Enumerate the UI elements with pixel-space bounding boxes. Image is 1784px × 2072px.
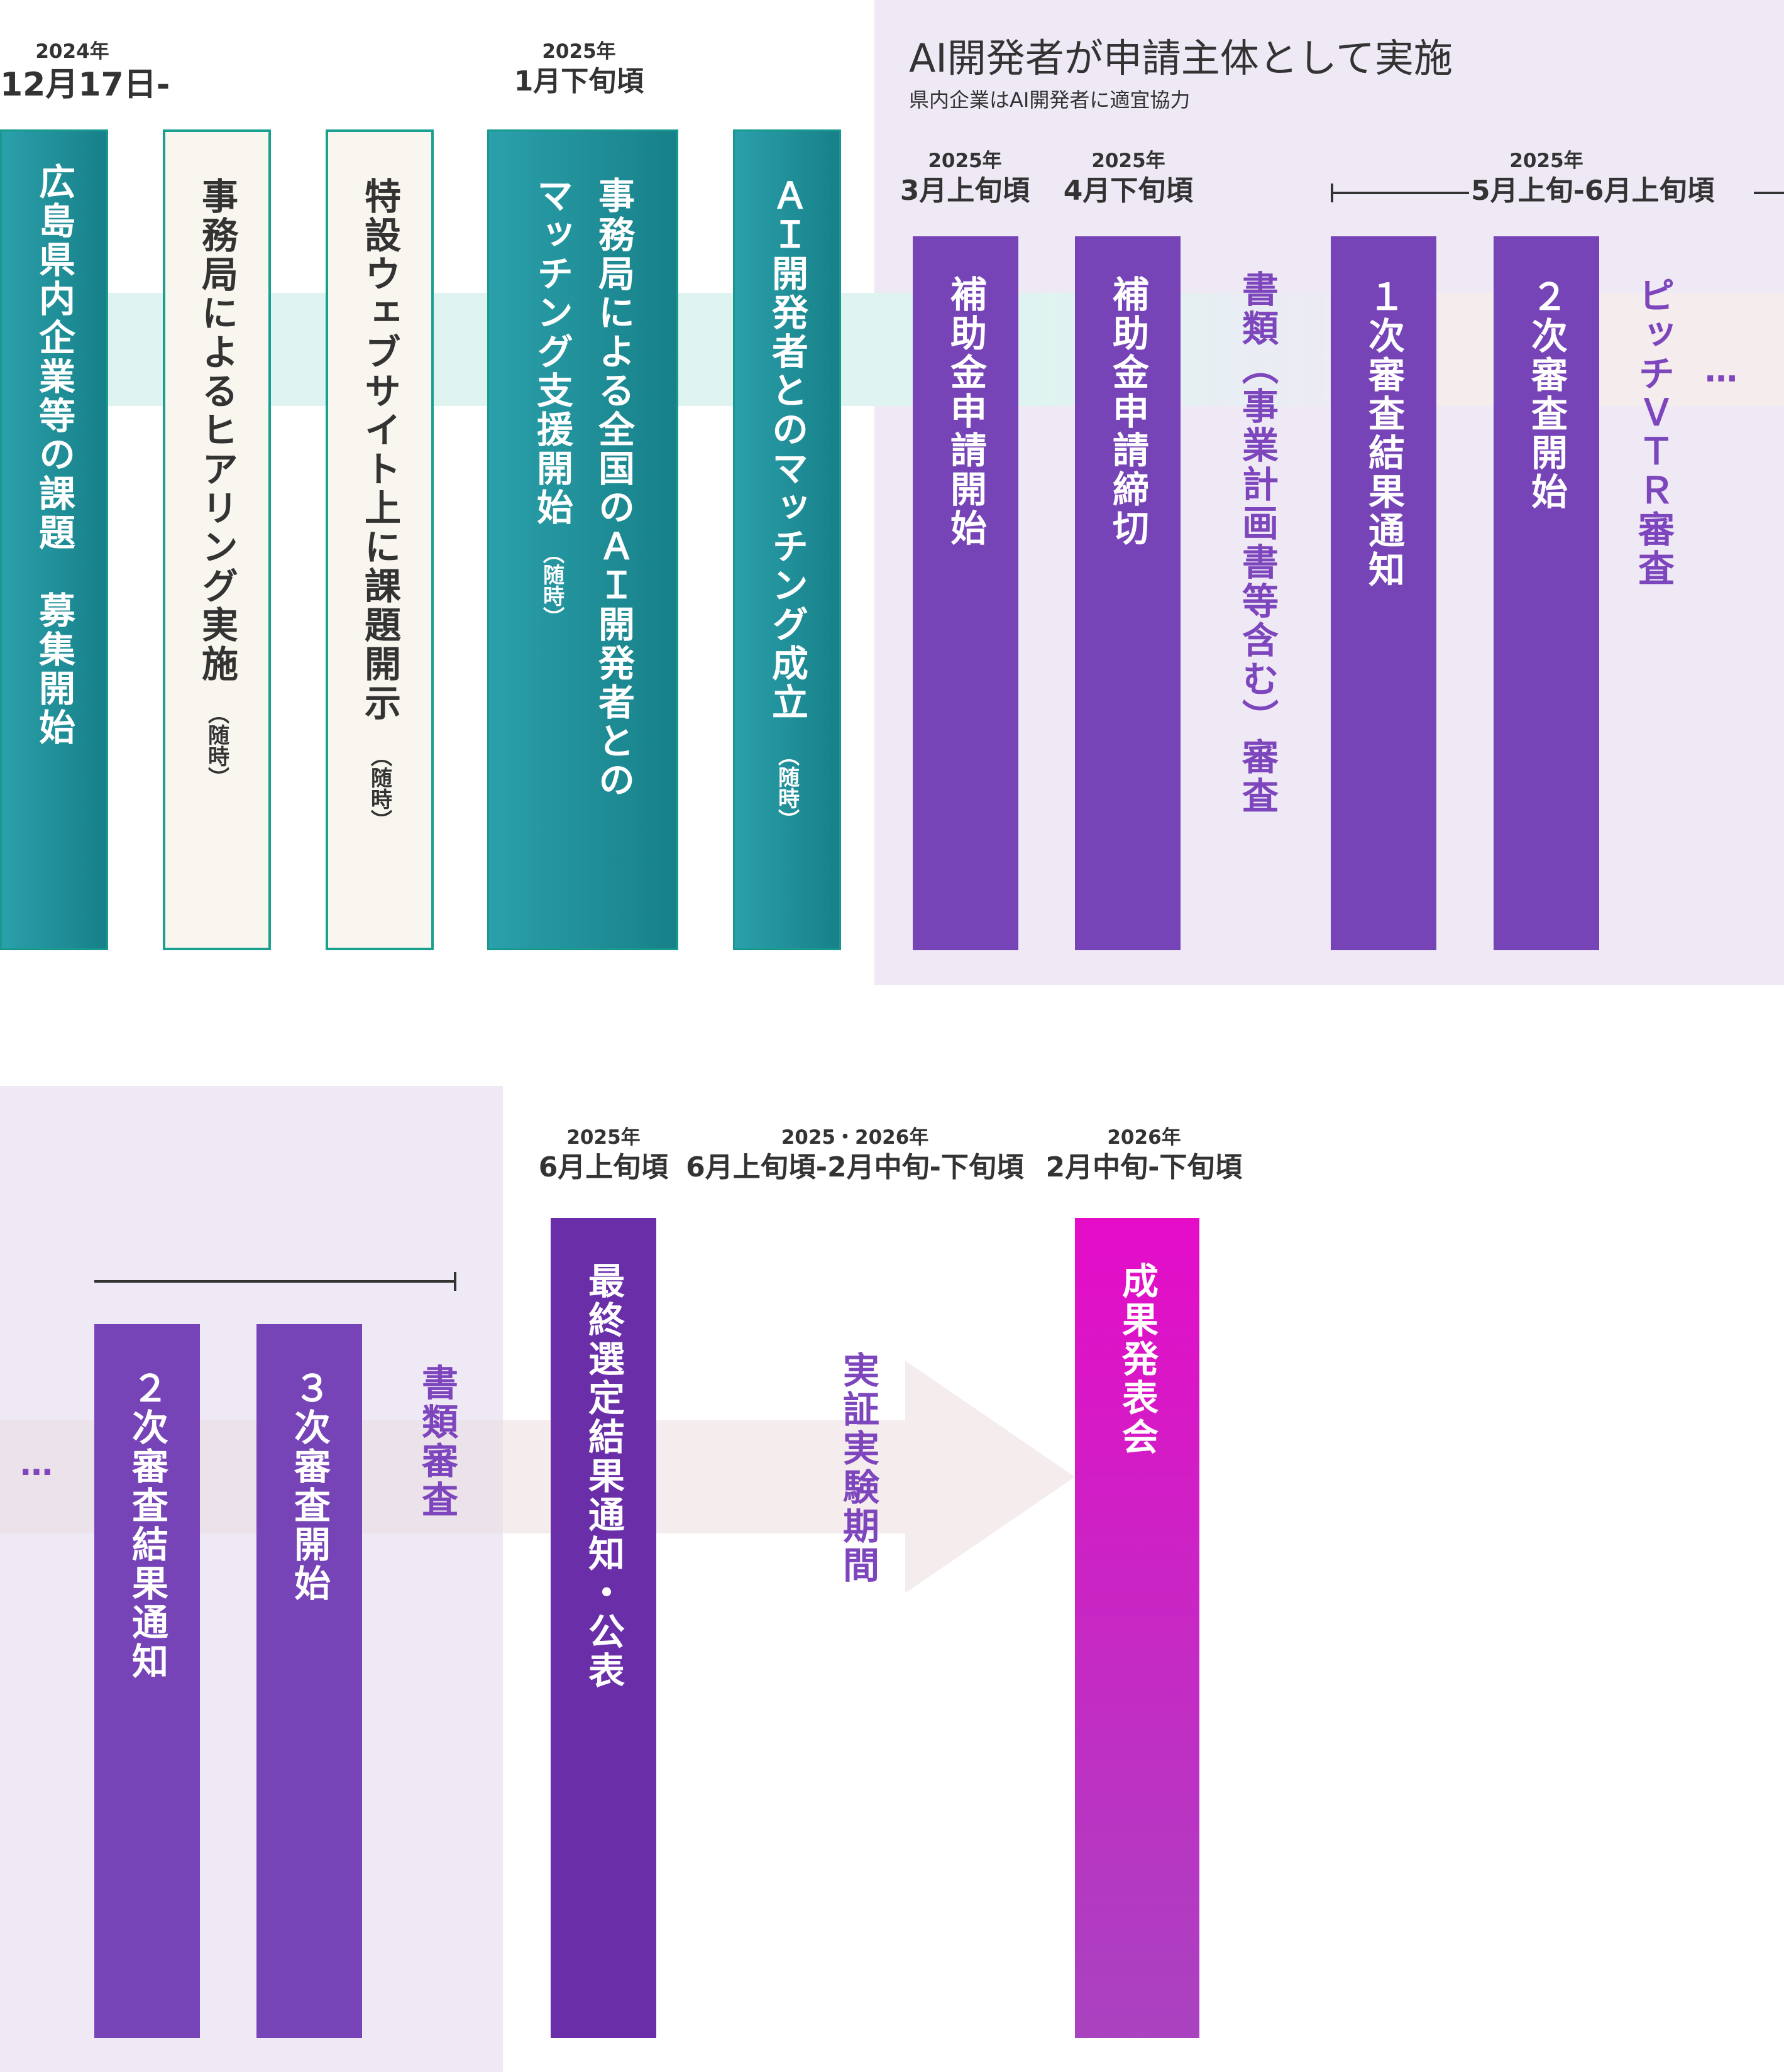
step-first-review-result: １次審査結果通知 (1331, 236, 1436, 950)
date-year: 2025年 (1509, 150, 1583, 172)
step-note: （随時） (774, 745, 800, 830)
date-year: 2025年 (566, 1126, 641, 1149)
date-month-day: 4月下旬頃 (1063, 175, 1194, 207)
step-hearing: 事務局によるヒアリング実施 （随時） (163, 129, 271, 950)
step-subsidy-application-deadline: 補助金申請締切 (1075, 236, 1181, 950)
date-year: 2025年 (542, 40, 616, 63)
step-label: ピッチＶＴＲ審査 (1632, 277, 1675, 588)
date-month-day: 1月下旬頃 (514, 65, 644, 97)
ai-developer-region-bottom (0, 1086, 503, 2072)
step-label: 成果発表会 (1116, 1262, 1159, 1457)
step-label-line2: マッチング支援開始 (531, 177, 573, 527)
step-pitch-vtr-review: ピッチＶＴＲ審査 (1622, 277, 1685, 654)
date-month-day: 6月上旬頃 (538, 1151, 669, 1183)
step-label: 実証実験期間 (837, 1351, 879, 1585)
step-note: （随時） (204, 703, 229, 788)
ai-developer-region-top (874, 0, 1784, 985)
step-subsidy-application-start: 補助金申請開始 (913, 236, 1018, 950)
date-label-3: 2025年 3月上旬頃 (893, 148, 1037, 209)
step-label: 補助金申請開始 (944, 275, 987, 548)
step-document-review-bottom: 書類審査 (402, 1364, 471, 1552)
date-label-7: 2025・2026年 6月上旬頃-2月中旬-下旬頃 (679, 1125, 1031, 1185)
step-website-disclosure: 特設ウェブサイト上に課題開示 （随時） (326, 129, 434, 950)
date-label-5: 2025年 5月上旬-6月上旬頃 (1471, 148, 1715, 209)
date-year: 2025・2026年 (781, 1126, 929, 1149)
date-year: 2026年 (1107, 1126, 1181, 1149)
date-month-day: 6月上旬頃-2月中旬-下旬頃 (686, 1151, 1024, 1183)
step-second-review-start: ２次審査開始 (1494, 236, 1599, 950)
step-label: ＡＩ開発者とのマッチング成立 (766, 177, 808, 722)
step-label: ２次審査結果通知 (126, 1369, 168, 1681)
step-label: ３次審査開始 (288, 1369, 331, 1603)
date-label-4: 2025年 4月下旬頃 (1056, 148, 1201, 209)
step-results-presentation: 成果発表会 (1075, 1218, 1199, 2038)
step-matching-support: 事務局による全国のＡＩ開発者との マッチング支援開始 （随時） (487, 129, 678, 950)
date-label-6: 2025年 6月上旬頃 (528, 1125, 679, 1185)
step-final-selection: 最終選定結果通知・公表 (551, 1218, 656, 2038)
range-line-bottom (94, 1280, 456, 1283)
step-label: 書類審査 (416, 1364, 458, 1520)
region-subtitle: 県内企業はAI開発者に適宜協力 (909, 88, 1191, 112)
step-third-review-start: ３次審査開始 (256, 1324, 362, 2038)
step-label: 事務局による全国のＡＩ開発者との (592, 177, 635, 800)
range-line-end (1754, 192, 1784, 194)
date-label-2: 2025年 1月下旬頃 (507, 39, 651, 99)
range-line (1331, 192, 1469, 194)
period-arrow (905, 1361, 1075, 1593)
step-second-review-result: ２次審査結果通知 (94, 1324, 200, 2038)
step-demonstration-period: 実証実験期間 (823, 1351, 893, 1603)
date-month-day: 2月中旬-下旬頃 (1045, 1151, 1243, 1183)
date-month-day: 5月上旬-6月上旬頃 (1471, 173, 1715, 209)
timeline-band-bottom (0, 1420, 503, 1533)
date-month-day: 3月上旬頃 (900, 175, 1030, 207)
step-label: 特設ウェブサイト上に課題開示 (358, 177, 401, 723)
step-recruitment-start: 広島県内企業等の課題 募集開始 (0, 129, 108, 950)
date-year: 2025年 (1091, 150, 1165, 172)
step-label: １次審査結果通知 (1362, 278, 1405, 589)
date-year: 2024年 (35, 40, 109, 63)
step-label: ２次審査開始 (1525, 278, 1568, 512)
step-label: 広島県内企業等の課題 募集開始 (33, 163, 75, 747)
continuation-ellipsis: … (1705, 352, 1737, 390)
continuation-ellipsis-bottom: … (20, 1445, 53, 1483)
date-month-day: 12月17日- (0, 66, 170, 104)
step-note: （随時） (366, 745, 392, 831)
date-label-8: 2026年 2月中旬-下旬頃 (1043, 1125, 1245, 1185)
step-label: 事務局によるヒアリング実施 (195, 177, 238, 684)
date-year: 2025年 (928, 150, 1002, 172)
step-label: 書類（事業計画書等含む）審査 (1236, 270, 1279, 816)
step-document-review: 書類（事業計画書等含む）審査 (1207, 270, 1308, 836)
step-note: （随時） (539, 542, 564, 628)
step-matching-established: ＡＩ開発者とのマッチング成立 （随時） (733, 129, 841, 950)
range-end-tick (454, 1272, 456, 1291)
date-label-1: 2024年 12月17日- (0, 39, 170, 106)
step-label: 補助金申請締切 (1106, 275, 1149, 548)
step-label: 最終選定結果通知・公表 (582, 1262, 625, 1691)
region-title: AI開発者が申請主体として実施 (909, 35, 1453, 81)
